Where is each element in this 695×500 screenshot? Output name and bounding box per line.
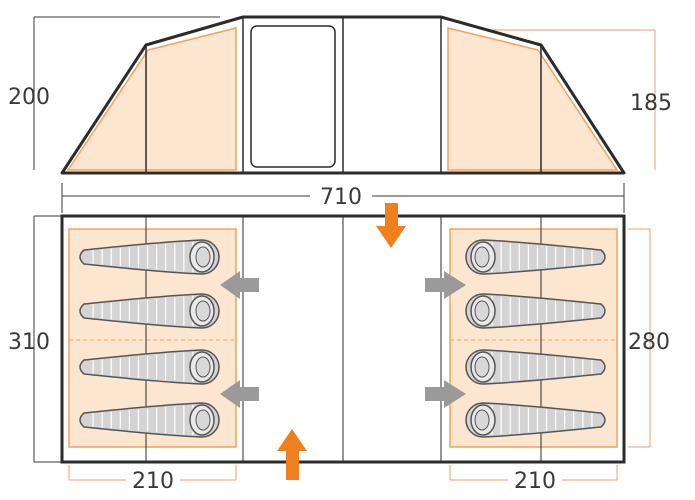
door-arrow-down-icon — [376, 203, 406, 248]
height-bedroom-label: 185 — [630, 91, 672, 116]
length-total-label: 710 — [320, 185, 362, 210]
bedroom-left-length-label: 210 — [132, 469, 174, 494]
sleeping-bag-icon — [79, 239, 220, 275]
length-dimension — [61, 183, 625, 213]
door-arrow-up-icon — [277, 429, 307, 480]
sleeping-bags — [79, 239, 606, 438]
width-bedroom-label: 280 — [628, 330, 670, 355]
sleeping-bag-icon — [465, 293, 606, 329]
sleeping-bag-icon — [465, 402, 606, 438]
sleeping-bag-icon — [465, 349, 606, 385]
bedroom-length-dimensions — [68, 465, 618, 481]
sleeping-bag-icon — [465, 239, 606, 275]
right-bedroom-elevation — [447, 27, 619, 171]
left-bedroom-elevation — [66, 27, 237, 171]
width-total-label: 310 — [8, 330, 50, 355]
bedroom-entry-arrow-icon — [425, 271, 466, 299]
sleeping-bag-icon — [79, 293, 220, 329]
window-panel — [250, 25, 336, 168]
tent-elevation — [33, 15, 656, 175]
height-total-label: 200 — [8, 85, 50, 110]
bedroom-right-length-label: 210 — [514, 469, 556, 494]
bedroom-entry-arrow-icon — [220, 271, 259, 299]
sleeping-bag-icon — [79, 349, 220, 385]
bedroom-entry-arrow-icon — [425, 380, 466, 408]
bedroom-entry-arrow-icon — [220, 380, 259, 408]
sleeping-bag-icon — [79, 402, 220, 438]
tent-floorplan — [33, 203, 651, 480]
